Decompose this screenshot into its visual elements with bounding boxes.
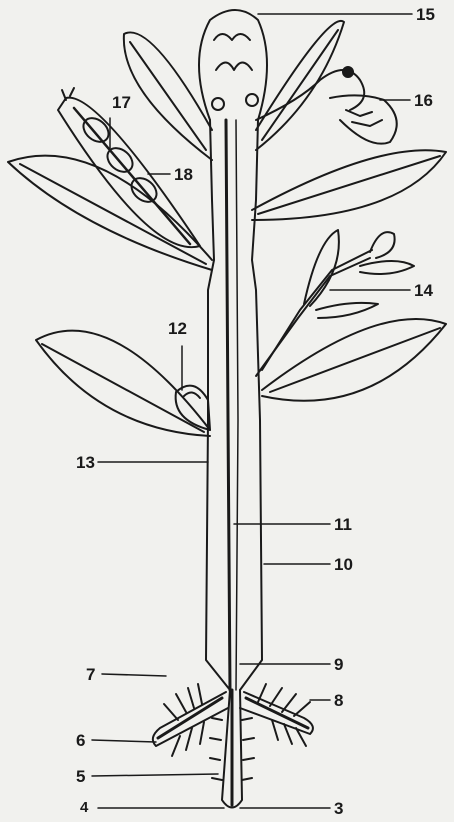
label-10: 10 [334, 556, 353, 573]
label-13: 13 [76, 454, 95, 471]
label-9: 9 [334, 656, 343, 673]
label-17: 17 [112, 94, 131, 111]
apical-bud [199, 10, 267, 120]
leader-lines [92, 14, 412, 808]
label-8: 8 [334, 692, 343, 709]
label-5: 5 [76, 768, 85, 785]
label-16: 16 [414, 92, 433, 109]
taproot [210, 690, 254, 808]
axillary-branch [256, 230, 414, 376]
label-6: 6 [76, 732, 85, 749]
label-18: 18 [174, 166, 193, 183]
label-12: 12 [168, 320, 187, 337]
label-7: 7 [86, 666, 95, 683]
main-stem [206, 120, 262, 690]
label-11: 11 [334, 516, 352, 533]
label-14: 14 [414, 282, 433, 299]
label-3: 3 [334, 800, 343, 817]
label-15: 15 [416, 6, 435, 23]
label-4: 4 [80, 800, 88, 815]
